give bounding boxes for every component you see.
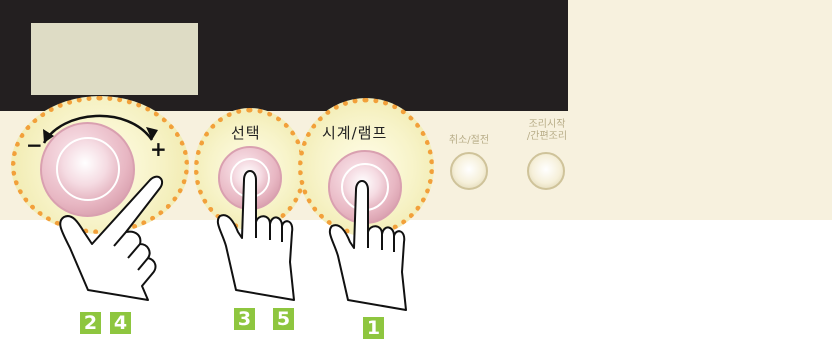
dial-plus-sign: + bbox=[150, 137, 167, 161]
start-cooking-label: 조리시작 /간편조리 bbox=[520, 119, 574, 143]
cancel-power-save-button[interactable] bbox=[450, 152, 488, 190]
pointing-hand-icon bbox=[59, 175, 164, 301]
dial-knob-center[interactable] bbox=[56, 137, 120, 201]
step-badge: 1 bbox=[363, 317, 384, 339]
step-badge: 2 bbox=[80, 312, 101, 334]
step-badge: 5 bbox=[273, 308, 294, 330]
display-screen bbox=[31, 23, 198, 95]
step-badge: 4 bbox=[110, 312, 131, 334]
start-cooking-label-line1: 조리시작 bbox=[528, 119, 566, 130]
clock-lamp-label: 시계/램프 bbox=[322, 124, 388, 142]
dial-minus-sign: − bbox=[26, 133, 43, 157]
rotate-arrow-icon bbox=[42, 114, 158, 144]
select-label: 선택 bbox=[231, 124, 261, 142]
start-cooking-button[interactable] bbox=[527, 152, 565, 190]
pointing-hand-icon bbox=[216, 170, 295, 301]
pointing-hand-icon bbox=[328, 180, 407, 311]
control-panel-right bbox=[568, 0, 832, 220]
cancel-power-save-label: 취소/절전 bbox=[448, 135, 490, 146]
start-cooking-label-line2: /간편조리 bbox=[526, 131, 568, 142]
step-badge: 3 bbox=[234, 308, 255, 330]
